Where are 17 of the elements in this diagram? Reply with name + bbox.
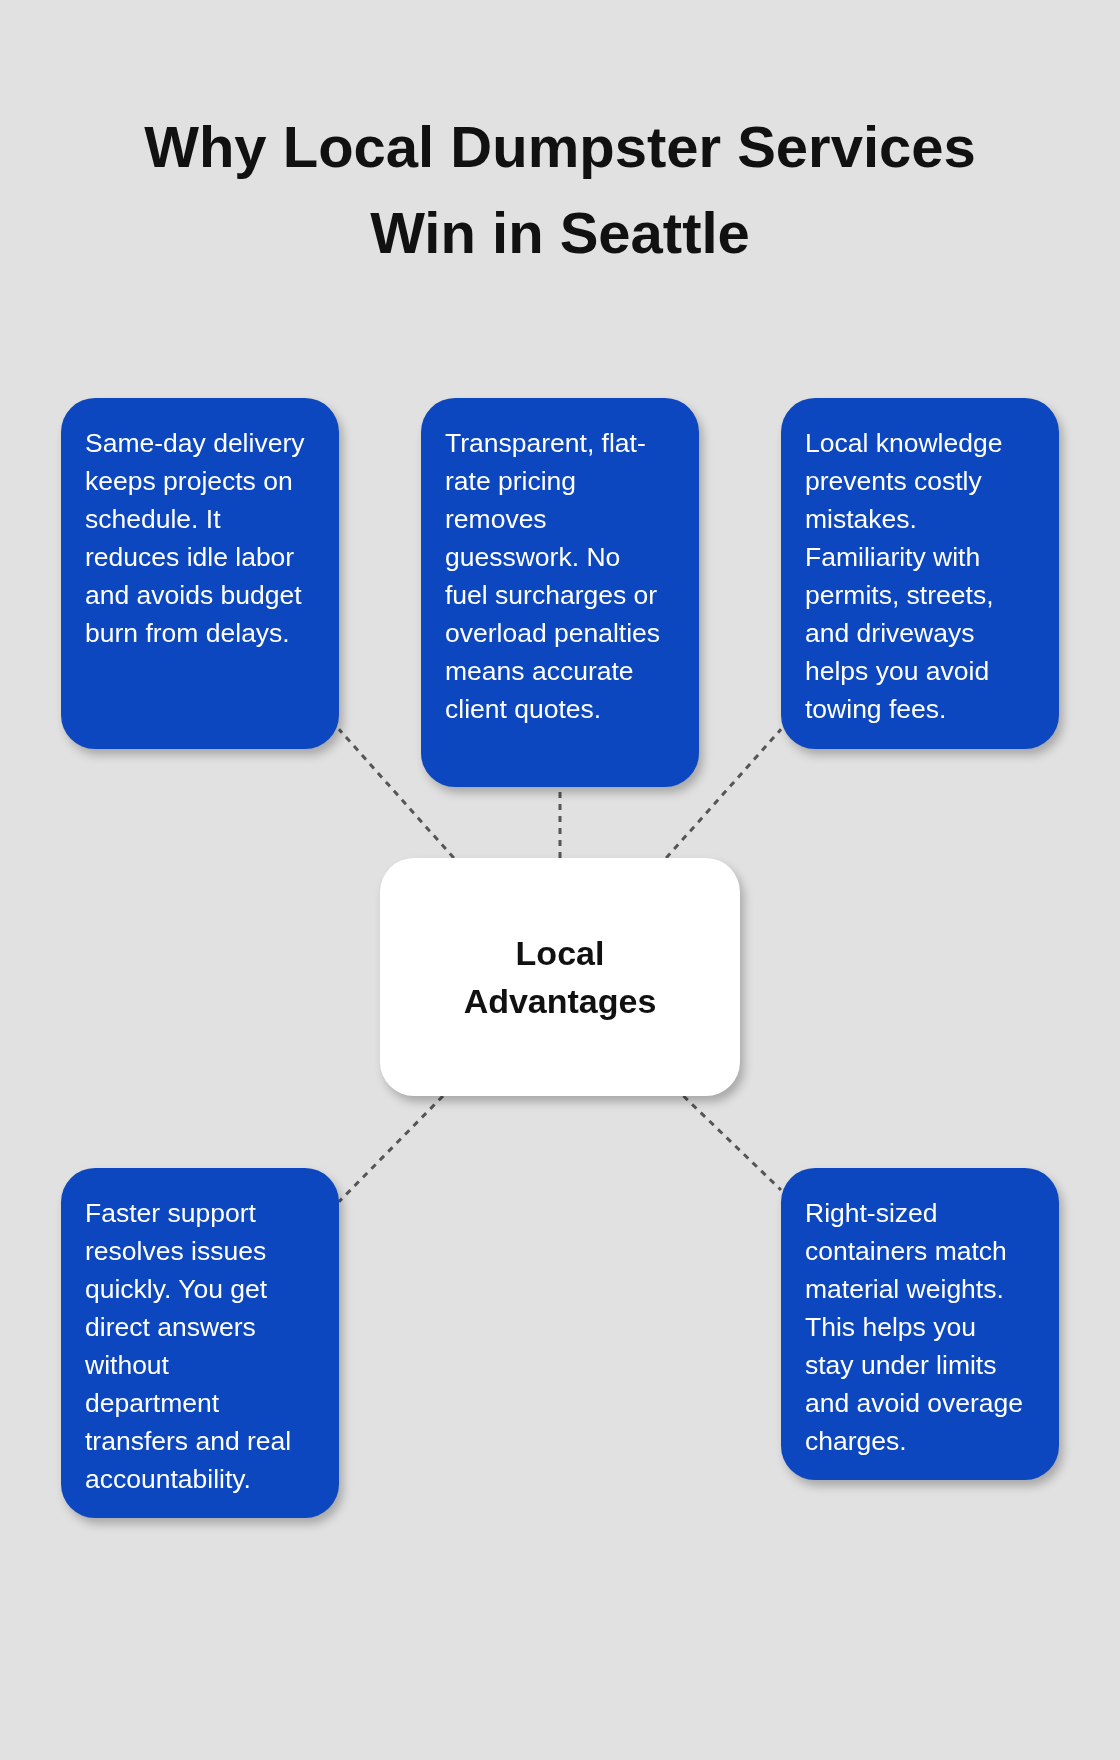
dashed-connector <box>665 728 783 859</box>
info-box <box>421 398 699 787</box>
box-text: Local knowledge prevents costly mistakes. Familiarity with permits, streets, and driveways helps you avoid towing fees. <box>805 427 1004 726</box>
center-box <box>380 858 740 1096</box>
dashed-connector <box>682 1094 783 1192</box>
info-box <box>61 398 339 749</box>
info-box <box>781 398 1059 749</box>
box-text: Faster support resolves issues quickly. You get direct answers without department transfers and real accountability. <box>85 1197 293 1496</box>
center-label: Local Advantages <box>462 933 658 1022</box>
box-text: Right-sized containers match material weights. This helps you stay under limits and avoid overage charges. <box>805 1197 1025 1458</box>
box-text: Transparent, flat-rate pricing removes guesswork. No fuel surcharges or overload penalties means accurate client quotes. <box>445 427 662 726</box>
title: Why Local Dumpster Services Win in Seattle <box>143 113 977 267</box>
box-text: Same-day delivery keeps projects on schedule. It reduces idle labor and avoids budget burn from delays. <box>85 427 306 650</box>
info-box <box>61 1168 339 1518</box>
info-box <box>781 1168 1059 1480</box>
dashed-connector <box>337 1094 444 1203</box>
dashed-connector <box>337 728 455 859</box>
